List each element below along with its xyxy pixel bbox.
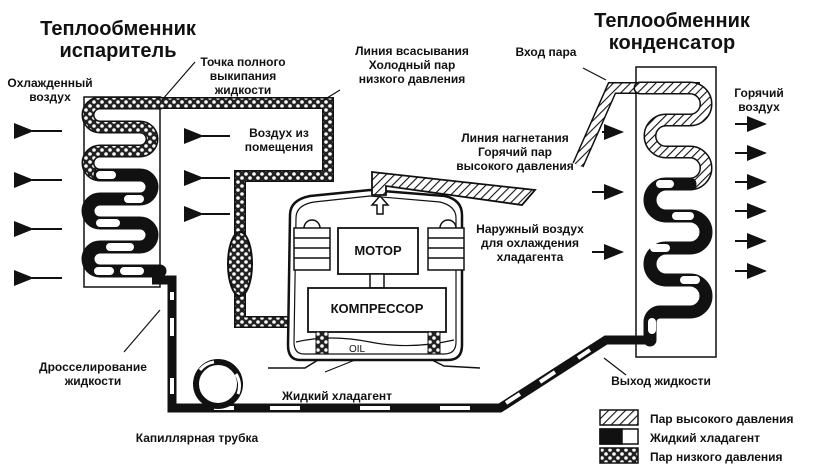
label-line: высокого давления [456, 159, 574, 173]
label-line: для охлаждения [480, 236, 579, 250]
label-line: Воздух из [249, 126, 309, 140]
condenser-frame [635, 66, 717, 358]
label-line: низкого давления [358, 72, 466, 86]
leader-lines [123, 61, 627, 376]
compressor-label: КОМПРЕССОР [330, 301, 424, 316]
label-line: жидкости [64, 374, 122, 388]
cooled-air-label: Охлажденный воздух [0, 76, 100, 104]
label-line: Охлажденный [7, 76, 93, 90]
hot-air-arrows [735, 116, 767, 279]
condenser-coil [633, 81, 713, 347]
liquid-line [152, 275, 652, 413]
discharge-line [371, 170, 537, 206]
cooled-air-arrows [13, 123, 62, 286]
compressor-housing [268, 188, 481, 369]
legend-label-liquid: Жидкий хладагент [650, 431, 760, 445]
compressor-block [307, 287, 447, 333]
legend-label-low-pressure-vapor: Пар низкого давления [650, 450, 783, 464]
label-line: Холодный пар [368, 58, 456, 72]
motor-block [337, 227, 419, 275]
label-line: Линия нагнетания [461, 131, 569, 145]
throttling-label: Дросселирование жидкости [28, 360, 158, 388]
legend-swatches [599, 409, 639, 464]
label-line: Точка полного [200, 55, 286, 69]
label-line: хладагента [496, 250, 564, 264]
oil-label: OIL [348, 344, 366, 355]
legend-swatch-low-pressure-vapor [599, 447, 639, 464]
vapor-inlet-label: Вход пара [515, 45, 577, 59]
outside-air-arrows [592, 124, 624, 260]
stator-left [293, 219, 331, 271]
label-line: воздух [738, 100, 780, 114]
hot-air-label: Горячий воздух [724, 86, 794, 114]
label-line: помещения [244, 140, 314, 154]
legend-swatch-high-pressure-vapor [599, 409, 639, 426]
label-line: выкипания [209, 69, 277, 83]
liquid-refrigerant-label: Жидкий хладагент [282, 389, 392, 403]
stator-right [427, 219, 465, 271]
filter-drier [227, 231, 253, 297]
label-line: Наружный воздух [476, 222, 584, 236]
suction-line [158, 97, 334, 328]
label-line: Линия всасывания [355, 44, 469, 58]
label-line: жидкости [214, 83, 272, 97]
condenser-title-line2: конденсатор [608, 32, 736, 54]
label-line: Горячий пар [477, 145, 552, 159]
label-line: Дросселирование [39, 360, 147, 374]
evaporator-title: Теплообменник испаритель [38, 18, 198, 62]
label-line: Горячий [734, 86, 784, 100]
full-boil-point-label: Точка полного выкипания жидкости [188, 55, 298, 97]
motor-label: МОТОР [354, 243, 402, 258]
arrow-up-icon [370, 194, 390, 215]
evaporator-title-line1: Теплообменник [40, 18, 196, 40]
capillary-tube-label: Капиллярная трубка [135, 431, 259, 445]
discharge-line-label: Линия нагнетания Горячий пар высокого да… [450, 131, 580, 173]
legend-label-high-pressure-vapor: Пар высокого давления [650, 412, 794, 426]
evaporator-coil [81, 96, 167, 278]
label-line: воздух [29, 90, 71, 104]
suction-line-label: Линия всасывания Холодный пар низкого да… [342, 44, 482, 86]
condenser-title: Теплообменник конденсатор [592, 10, 752, 54]
outside-air-label: Наружный воздух для охлаждения хладагент… [466, 222, 594, 264]
evaporator-title-line2: испаритель [59, 40, 177, 62]
condenser-title-line1: Теплообменник [594, 10, 750, 32]
liquid-outlet-label: Выход жидкости [611, 374, 711, 388]
room-air-arrows [184, 128, 230, 222]
room-air-label: Воздух из помещения [234, 126, 324, 154]
